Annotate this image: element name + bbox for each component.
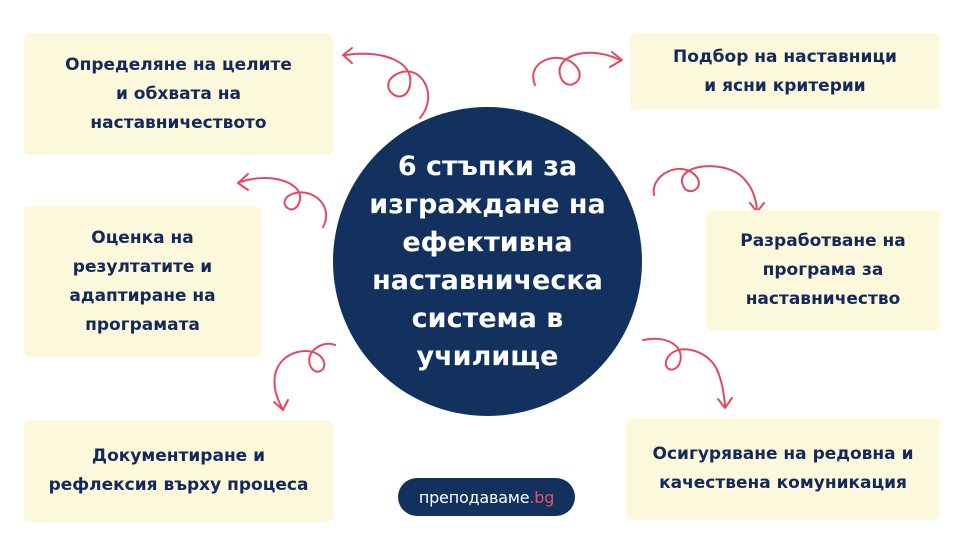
step-card-2: Подбор на наставници и ясни критерии: [630, 33, 940, 110]
center-title: 6 стъпки за изграждане на ефективна наст…: [369, 150, 606, 372]
step-card-6: Осигуряване на редовна и качествена кому…: [626, 418, 940, 520]
step-6-text: Осигуряване на редовна и качествена кому…: [652, 444, 914, 493]
step-card-4: Разработване на програма за наставничест…: [706, 210, 940, 331]
arrow-to-step-4: [652, 165, 765, 213]
step-3-text: Оценка на резултатите и адаптиране на пр…: [69, 227, 216, 335]
arrow-to-step-6: [642, 337, 733, 409]
step-2-text: Подбор на наставници и ясни критерии: [673, 46, 897, 96]
step-4-text: Разработване на програма за наставничест…: [740, 231, 906, 309]
step-card-5: Документиране и рефлексия върху процеса: [24, 420, 333, 522]
arrow-to-step-5: [273, 342, 336, 411]
step-card-3: Оценка на резултатите и адаптиране на пр…: [24, 206, 261, 357]
arrow-to-step-1: [342, 47, 430, 119]
step-1-text: Определяне на целите и обхвата на настав…: [65, 54, 292, 133]
logo-name: преподаваме: [418, 487, 530, 507]
step-5-text: Документиране и рефлексия върху процеса: [48, 446, 309, 495]
arrow-to-step-2: [532, 51, 623, 86]
center-circle: 6 стъпки за изграждане на ефективна наст…: [333, 107, 642, 416]
step-card-1: Определяне на целите и обхвата на настав…: [24, 33, 333, 155]
logo-tld: .bg: [529, 487, 555, 507]
brand-logo[interactable]: преподаваме.bg: [398, 478, 575, 516]
